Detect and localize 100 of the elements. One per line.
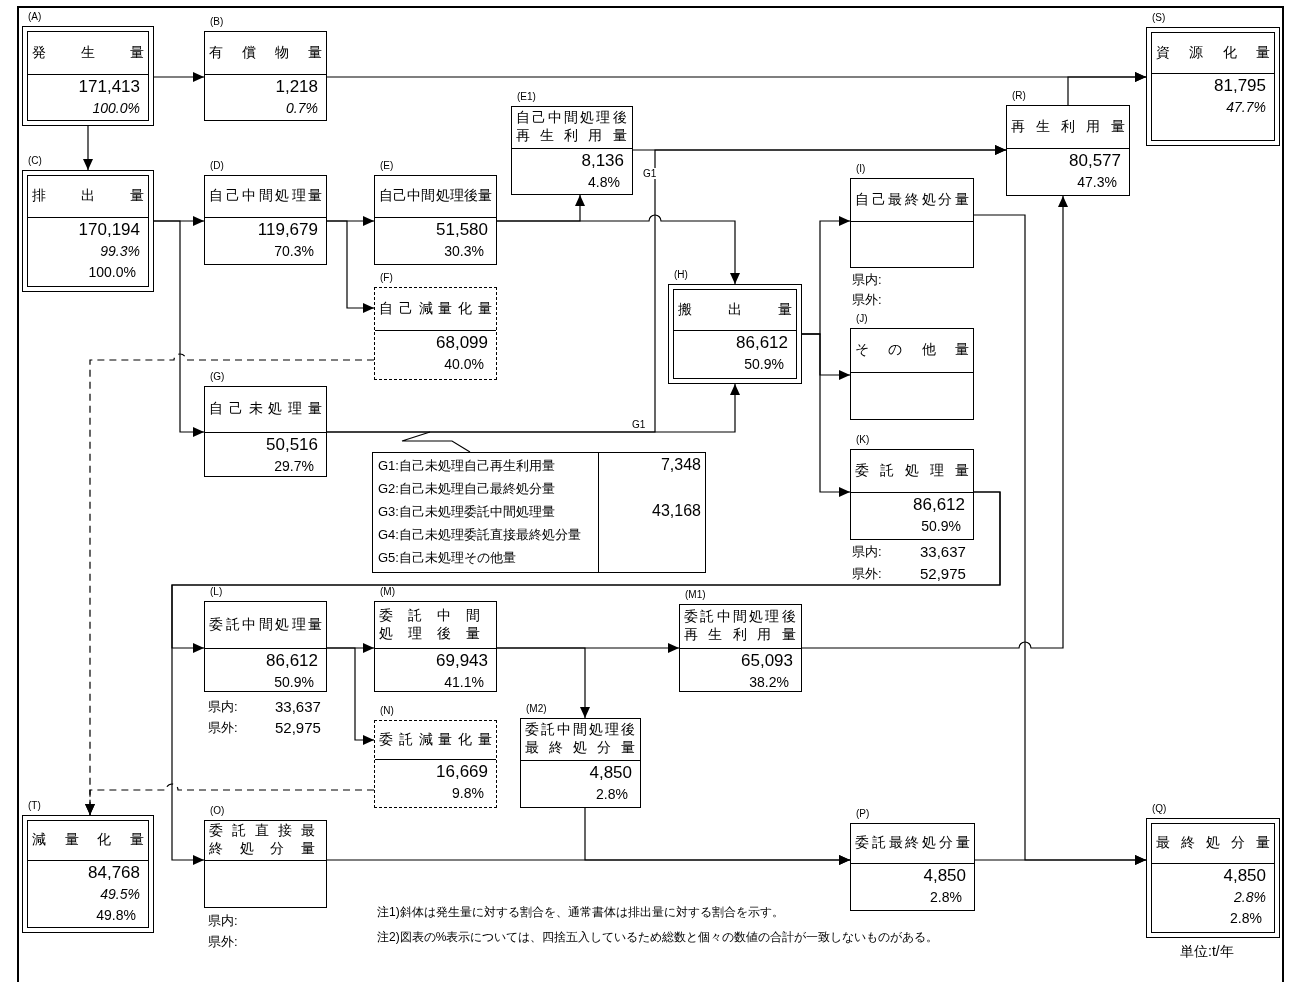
prefecture-label: 県内: [208,912,238,930]
box-letter: (C) [28,155,42,167]
box-title: 委託減量化量 [375,721,496,760]
box-title: 委託中間処理量 [205,602,326,649]
percentage: 100.0% [92,100,140,116]
percentage: 0.7% [286,100,318,116]
quantity-value: 51,580 [436,220,488,239]
box-letter: (K) [856,434,870,446]
unit-label: 単位:t/年 [1180,943,1234,961]
box-title: 委託中間処理後量 [375,602,496,649]
percentage: 29.7% [274,458,315,474]
prefecture-label: 県内: [852,543,882,561]
box-title: 委託最終処分量 [851,824,974,864]
box-letter: (T) [28,800,41,812]
percentage: 40.0% [444,356,485,372]
box-letter: (M) [380,586,395,598]
arrow [153,220,205,437]
arrow [1067,72,1147,106]
box-letter: (F) [380,272,393,284]
table-text: G4:自己未処理委託直接最終処分量 [378,526,581,544]
table-text: G3:自己未処理委託中間処理量 [378,503,555,521]
percentage: 2.8% [1230,910,1263,926]
box-letter: (E1) [517,91,536,103]
quantity-value: 50,516 [266,435,318,454]
box-title: 排出量 [28,176,148,218]
arrow [326,855,851,865]
line-label: G1 [632,419,646,430]
box-title: 減量化量 [28,821,148,861]
box-title: 最終処分量 [1152,824,1274,864]
arrow [171,491,1001,865]
arrow [326,220,375,313]
prefecture-label: 県外: [208,719,238,737]
box-letter: (D) [210,160,224,172]
quantity-value: 81,795 [1214,76,1266,95]
box-letter: (P) [856,808,870,820]
percentage: 2.8% [596,786,629,802]
quantity-value: 119,679 [257,220,318,239]
arrow [326,647,375,745]
box-title: 委託中間処理後再生利用量 [680,605,801,649]
box-letter: (O) [210,805,225,817]
box-letter: (E) [380,160,394,172]
arrow [974,855,1147,865]
quantity-value: 16,669 [436,762,488,781]
box-letter: (I) [856,163,866,175]
box-title: 委託処理量 [851,450,973,493]
percentage: 4.8% [588,174,621,190]
arrow [326,383,740,433]
quantity-value: 7,348 [660,456,701,474]
quantity-value: 52,975 [920,565,966,582]
percentage: 100.0% [88,264,137,280]
arrow [496,647,590,719]
box-letter: (M2) [526,703,547,715]
arrow [801,195,1068,649]
quantity-value: 86,612 [736,333,788,352]
percentage: 50.9% [744,356,785,372]
quantity-value: 68,099 [436,333,488,352]
box-title: 自己減量化量 [375,288,496,331]
percentage: 9.8% [452,785,485,801]
box-letter: (N) [380,705,394,717]
box-title: その他量 [851,329,973,373]
percentage: 30.3% [444,243,485,259]
percentage: 49.8% [96,907,137,923]
box-letter: (B) [210,16,224,28]
quantity-value: 4,850 [1223,866,1266,885]
quantity-value: 84,768 [88,863,140,882]
quantity-value: 52,975 [275,719,321,736]
note-text: 注1)斜体は発生量に対する割合を、通常書体は排出量に対する割合を示す。 [377,904,784,921]
quantity-value: 86,612 [913,495,965,514]
box-title: 委託中間処理後最終処分量 [521,719,640,761]
box-title: 自己中間処理量 [205,176,326,218]
percentage: 47.7% [1226,99,1266,115]
percentage: 38.2% [749,674,790,690]
percentage: 99.3% [100,243,140,259]
quantity-value: 80,577 [1069,151,1121,170]
box-title: 自己中間処理後再生利用量 [512,107,632,149]
box-letter: (J) [856,313,868,325]
box-title: 委託直接最終処分量 [205,821,326,861]
box-letter: (Q) [1152,803,1167,815]
prefecture-label: 県外: [208,933,238,951]
arrow [496,214,740,285]
box-title: 発生量 [28,32,148,75]
percentage: 70.3% [274,243,315,259]
percentage: 2.8% [1234,889,1266,905]
quantity-value: 4,850 [923,866,966,885]
box-letter: (M1) [685,589,706,601]
box-letter: (L) [210,586,223,598]
box-letter: (S) [1152,12,1166,24]
leader-line [401,431,471,453]
arrow [83,125,93,171]
box-title: 自己未処理量 [205,387,326,433]
quantity-value: 33,637 [920,543,966,560]
box-title: 自己最終処分量 [851,179,973,222]
percentage: 41.1% [444,674,485,690]
quantity-value: 171,413 [78,77,140,96]
quantity-value: 8,136 [581,151,624,170]
percentage: 49.5% [100,886,140,902]
box-letter: (R) [1012,90,1026,102]
quantity-value: 4,850 [589,763,632,782]
box-title: 再生利用量 [1007,106,1129,149]
quantity-value: 43,168 [652,502,701,520]
